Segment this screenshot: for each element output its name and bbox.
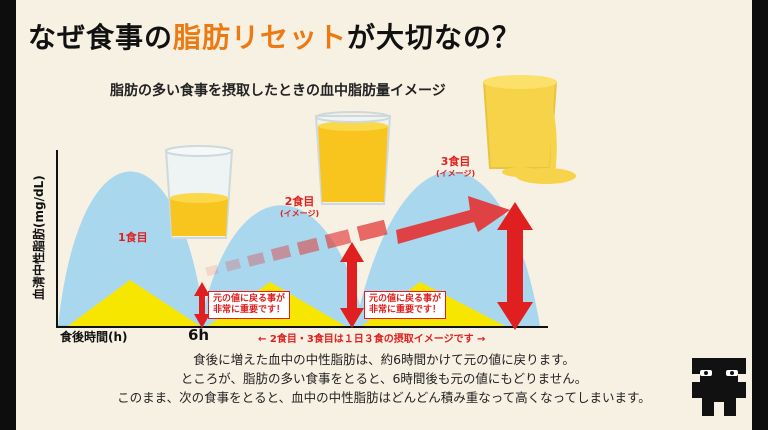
right-letterbox [752, 0, 768, 430]
callout-return-2: 元の値に戻る事が 非常に重要です！ [364, 291, 447, 319]
meal-peak-1 [68, 280, 200, 326]
rise-arrow-3 [497, 202, 533, 330]
six-hour-tick-label: 6h [188, 326, 210, 344]
spilled-juice-glass-icon [482, 75, 576, 184]
caption-line-1: 食後に増えた血中の中性脂肪は、約6時間かけて元の値に戻ります。 [193, 352, 575, 367]
callout-return-1: 元の値に戻る事が 非常に重要です！ [208, 291, 291, 319]
mascot-icon [692, 358, 746, 416]
juice-glass-icon [164, 145, 234, 239]
rise-arrow-2 [340, 242, 364, 328]
caption-line-3: このまま、次の食事をとると、血中の中性脂肪はどんどん積み重なって高くなってしまい… [117, 390, 651, 405]
meal-label-2: 2食目 (イメージ) [280, 195, 320, 219]
y-axis-label: 血清中性脂肪(mg/dL) [32, 175, 46, 300]
meal-range-note: ← 2食目・3食目は１日３食の摂取イメージです → [258, 334, 486, 345]
meal-label-1: 1食目 [118, 231, 148, 244]
title-part1: なぜ食事の [28, 21, 174, 54]
juice-glass-icon [314, 111, 392, 205]
x-axis-label: 食後時間(h) [60, 330, 128, 344]
title-part2: が大切なの？ [347, 21, 522, 54]
left-letterbox [0, 0, 16, 430]
return-arrow-1 [194, 282, 210, 328]
rising-dashed-arrow [205, 196, 510, 277]
title-highlight: 脂肪リセット [173, 21, 348, 54]
page-title: なぜ食事の脂肪リセットが大切なの？ [28, 16, 521, 56]
caption-line-2: ところが、脂肪の多い食事をとると、6時間後も元の値にもどりません。 [180, 371, 588, 386]
meal-label-3: 3食目 (イメージ) [436, 155, 476, 179]
meal-curve-1 [58, 171, 205, 326]
diagram-subtitle: 脂肪の多い食事を摂取したときの血中脂肪量イメージ [110, 83, 446, 99]
caption-text: 食後に増えた血中の中性脂肪は、約6時間かけて元の値に戻ります。 ところが、脂肪の… [0, 350, 768, 407]
